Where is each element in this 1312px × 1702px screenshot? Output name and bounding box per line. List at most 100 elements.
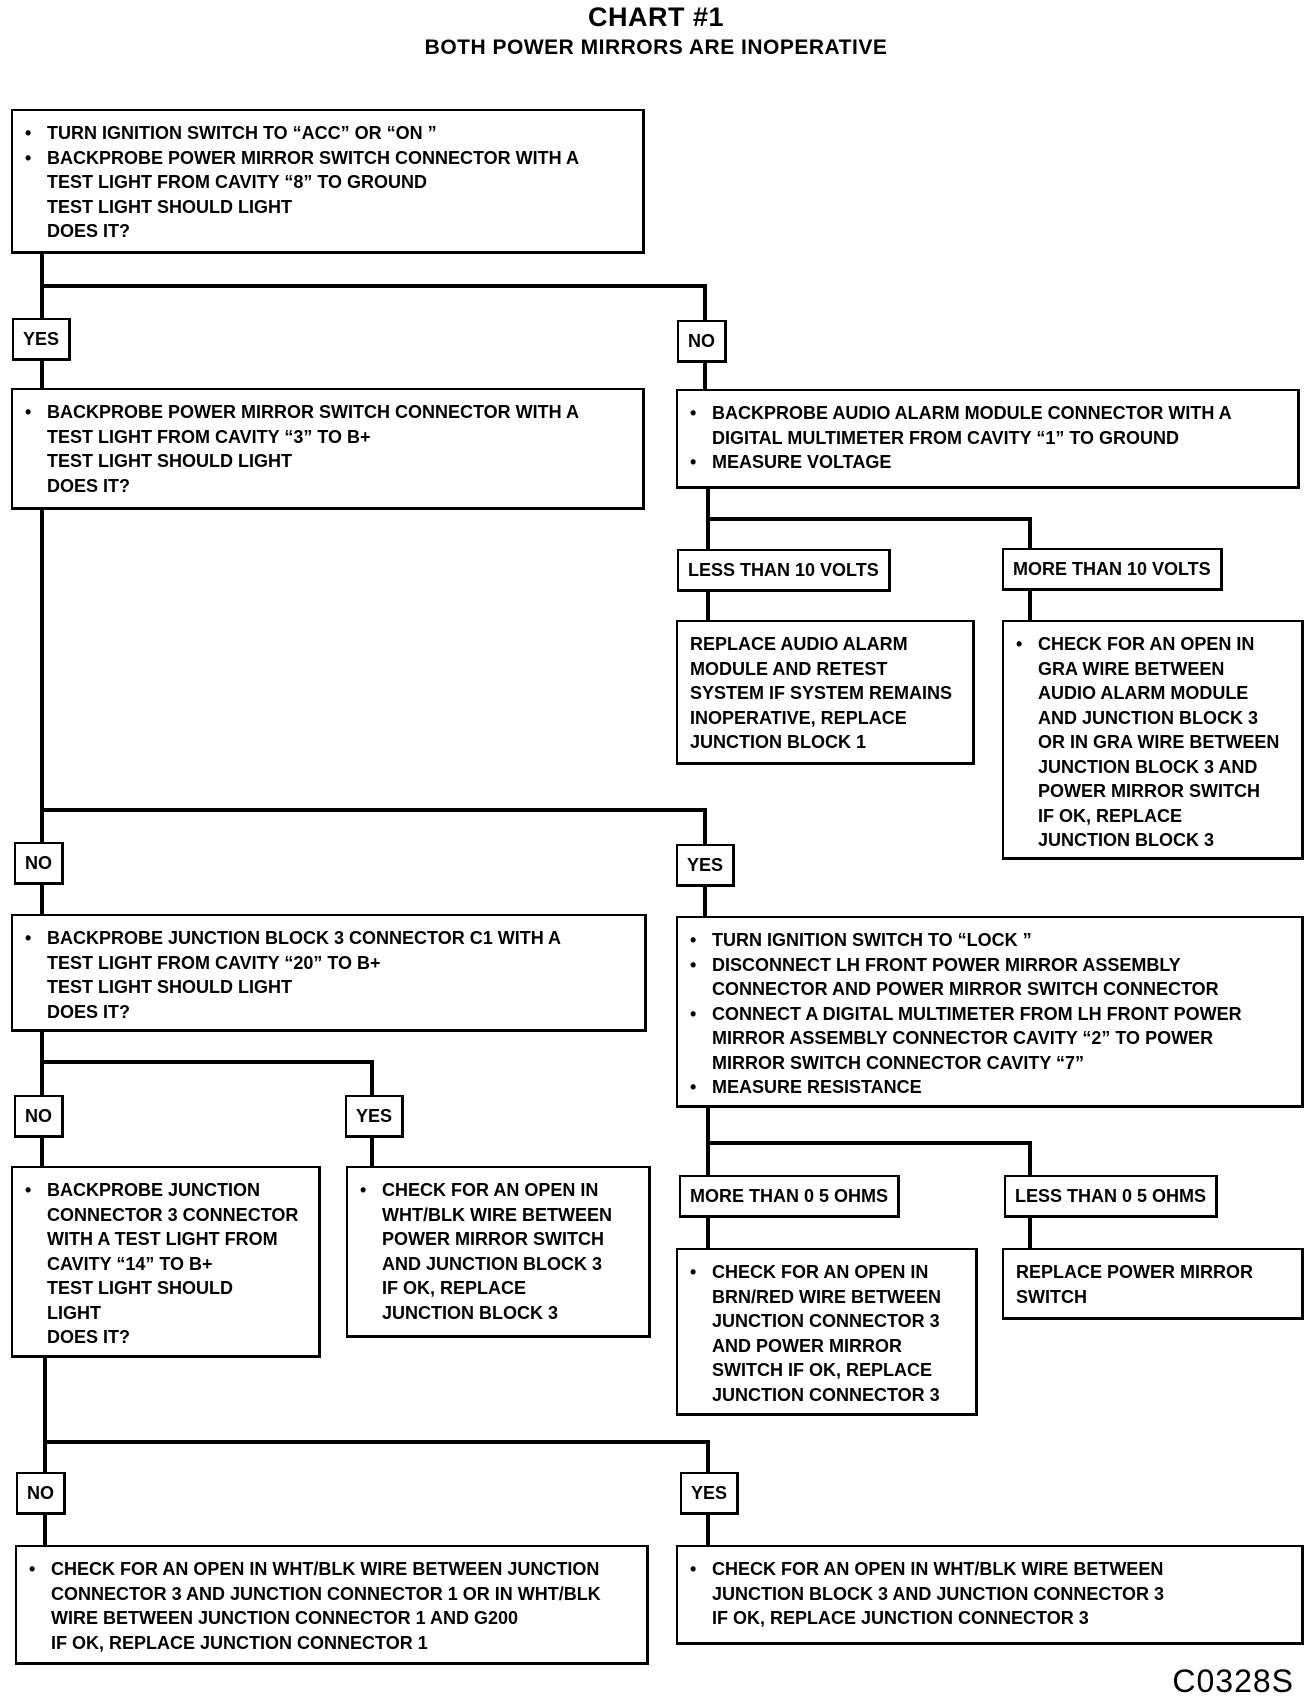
chart-title: CHART #1 xyxy=(587,2,725,32)
box-line: MIRROR ASSEMBLY CONNECTOR CAVITY “2” TO … xyxy=(712,1028,1214,1048)
box-line: POWER MIRROR SWITCH xyxy=(382,1229,604,1249)
box-line: BACKPROBE POWER MIRROR SWITCH CONNECTOR … xyxy=(25,146,632,171)
box-line: TEST LIGHT SHOULD xyxy=(47,1278,233,1298)
box-line: MODULE AND RETEST xyxy=(690,658,888,679)
label-yes: YES xyxy=(676,844,736,887)
label-less-than-0-5-ohms: LESS THAN 0 5 OHMS xyxy=(1004,1175,1219,1218)
box-line: TURN IGNITION SWITCH TO “ACC” OR “ON ” xyxy=(25,121,632,146)
connector-b6-yes xyxy=(40,1060,374,1097)
box-line: POWER MIRROR SWITCH xyxy=(1038,781,1260,801)
box-line: CHECK FOR AN OPEN IN WHT/BLK WIRE BETWEE… xyxy=(690,1557,1291,1582)
box-line: IF OK, REPLACE xyxy=(1038,805,1183,826)
box-line: JUNCTION BLOCK 3 AND xyxy=(1038,756,1258,777)
connector-b7-less05 xyxy=(706,1141,1032,1177)
box-line: TEST LIGHT SHOULD LIGHT xyxy=(47,977,292,997)
box-line: REPLACE POWER MIRROR xyxy=(1016,1262,1254,1282)
box-line: DOES IT? xyxy=(47,1001,131,1022)
label-more-than-10-volts: MORE THAN 10 VOLTS xyxy=(1002,548,1223,591)
box-line: TEST LIGHT FROM CAVITY “8” TO GROUND xyxy=(47,172,428,192)
box-line: WHT/BLK WIRE BETWEEN xyxy=(382,1204,612,1225)
box-line: SWITCH IF OK, REPLACE xyxy=(712,1360,932,1380)
box-line: MIRROR SWITCH CONNECTOR CAVITY “7” xyxy=(712,1052,1085,1073)
box-line: MEASURE RESISTANCE xyxy=(690,1075,1291,1100)
box-line: BACKPROBE POWER MIRROR SWITCH CONNECTOR … xyxy=(25,400,632,425)
box-line: BRN/RED WIRE BETWEEN xyxy=(712,1286,941,1307)
box-line: WITH A TEST LIGHT FROM xyxy=(47,1229,278,1249)
box-line: AND POWER MIRROR xyxy=(712,1335,902,1356)
box-line: AUDIO ALARM MODULE xyxy=(1038,683,1249,703)
box-line: LIGHT xyxy=(47,1302,101,1323)
step-box-cavity3-check: BACKPROBE POWER MIRROR SWITCH CONNECTOR … xyxy=(11,388,645,510)
connector-b3-more10 xyxy=(706,517,1032,550)
box-line: AND JUNCTION BLOCK 3 xyxy=(1038,707,1259,728)
box-line: CONNECTOR 3 CONNECTOR xyxy=(47,1204,299,1225)
box-line: CONNECTOR 3 AND JUNCTION CONNECTOR 1 OR … xyxy=(51,1583,601,1604)
connector-b8-yes xyxy=(43,1440,710,1474)
label-yes: YES xyxy=(680,1472,740,1515)
step-box-audio-alarm-voltage: BACKPROBE AUDIO ALARM MODULE CONNECTOR W… xyxy=(676,389,1300,489)
box-line: IF OK, REPLACE JUNCTION CONNECTOR 3 xyxy=(712,1608,1089,1628)
label-more-than-0-5-ohms: MORE THAN 0 5 OHMS xyxy=(679,1175,901,1218)
box-line: BACKPROBE JUNCTION BLOCK 3 CONNECTOR C1 … xyxy=(25,926,634,951)
box-line: REPLACE AUDIO ALARM xyxy=(690,634,908,654)
step-box-wht-blk-jb3-check: CHECK FOR AN OPEN IN WHT/BLK WIRE BETWEE… xyxy=(346,1166,651,1338)
box-line: CONNECT A DIGITAL MULTIMETER FROM LH FRO… xyxy=(690,1002,1291,1027)
box-line: MEASURE VOLTAGE xyxy=(690,450,1287,475)
step-box-resistance-check: TURN IGNITION SWITCH TO “LOCK ” DISCONNE… xyxy=(676,916,1304,1108)
box-line: JUNCTION BLOCK 3 xyxy=(1038,830,1215,850)
step-box-replace-power-mirror-switch: REPLACE POWER MIRROR SWITCH xyxy=(1002,1248,1304,1320)
label-yes: YES xyxy=(12,318,72,361)
label-no: NO xyxy=(14,1095,64,1138)
box-line: OR IN GRA WIRE BETWEEN xyxy=(1038,732,1280,752)
box-line: WIRE BETWEEN JUNCTION CONNECTOR 1 AND G2… xyxy=(51,1608,519,1628)
box-line: CHECK FOR AN OPEN IN xyxy=(360,1178,638,1203)
box-line: DOES IT? xyxy=(47,1327,131,1347)
box-line: CHECK FOR AN OPEN IN xyxy=(690,1260,965,1285)
box-line: DISCONNECT LH FRONT POWER MIRROR ASSEMBL… xyxy=(690,953,1291,978)
box-line: DOES IT? xyxy=(47,475,131,496)
label-no: NO xyxy=(16,1472,66,1515)
label-yes: YES xyxy=(345,1095,405,1138)
box-line: CHECK FOR AN OPEN IN WHT/BLK WIRE BETWEE… xyxy=(29,1557,636,1582)
box-line: SWITCH xyxy=(1016,1286,1087,1307)
step-box-replace-audio-alarm: REPLACE AUDIO ALARM MODULE AND RETEST SY… xyxy=(676,620,975,765)
box-line: INOPERATIVE, REPLACE xyxy=(690,707,907,728)
box-line: JUNCTION BLOCK 3 xyxy=(382,1302,559,1323)
box-line: CONNECTOR AND POWER MIRROR SWITCH CONNEC… xyxy=(712,979,1219,999)
box-line: AND JUNCTION BLOCK 3 xyxy=(382,1253,603,1274)
step-box-junction-connector3-check: BACKPROBE JUNCTION CONNECTOR 3 CONNECTOR… xyxy=(11,1166,321,1358)
box-line: IF OK, REPLACE JUNCTION CONNECTOR 1 xyxy=(51,1632,428,1653)
connector-b2-yes xyxy=(40,808,707,846)
box-line: TEST LIGHT SHOULD LIGHT xyxy=(47,196,292,217)
box-line: TEST LIGHT SHOULD LIGHT xyxy=(47,451,292,471)
box-line: BACKPROBE JUNCTION xyxy=(25,1178,308,1203)
chart-subtitle: BOTH POWER MIRRORS ARE INOPERATIVE xyxy=(424,36,888,59)
box-line: DIGITAL MULTIMETER FROM CAVITY “1” TO GR… xyxy=(712,427,1179,448)
label-no: NO xyxy=(14,842,64,885)
box-line: JUNCTION BLOCK 3 AND JUNCTION CONNECTOR … xyxy=(712,1583,1165,1604)
box-line: SYSTEM IF SYSTEM REMAINS xyxy=(690,683,953,703)
step-box-jb3-jc3-wire-check: CHECK FOR AN OPEN IN WHT/BLK WIRE BETWEE… xyxy=(676,1545,1304,1645)
box-line: CAVITY “14” TO B+ xyxy=(47,1253,213,1274)
box-line: JUNCTION BLOCK 1 xyxy=(690,732,867,752)
step-box-junction-connector1-check: CHECK FOR AN OPEN IN WHT/BLK WIRE BETWEE… xyxy=(15,1545,649,1665)
box-line: JUNCTION CONNECTOR 3 xyxy=(712,1311,940,1331)
box-line: GRA WIRE BETWEEN xyxy=(1038,658,1225,679)
step-box-junction-block3-c1: BACKPROBE JUNCTION BLOCK 3 CONNECTOR C1 … xyxy=(11,914,647,1032)
box-line: CHECK FOR AN OPEN IN xyxy=(1016,632,1291,657)
step-box-gra-wire-check: CHECK FOR AN OPEN IN GRA WIRE BETWEEN AU… xyxy=(1002,620,1304,860)
box-line: TEST LIGHT FROM CAVITY “3” TO B+ xyxy=(47,426,371,447)
connector-b1-no xyxy=(40,284,707,320)
figure-code: C0328S xyxy=(1172,1663,1294,1699)
box-line: JUNCTION CONNECTOR 3 xyxy=(712,1384,940,1405)
box-line: BACKPROBE AUDIO ALARM MODULE CONNECTOR W… xyxy=(690,401,1287,426)
box-line: IF OK, REPLACE xyxy=(382,1278,527,1298)
step-box-ignition-check: TURN IGNITION SWITCH TO “ACC” OR “ON ” B… xyxy=(11,109,645,254)
box-line: TURN IGNITION SWITCH TO “LOCK ” xyxy=(690,928,1291,953)
step-box-brn-red-wire-check: CHECK FOR AN OPEN IN BRN/RED WIRE BETWEE… xyxy=(676,1248,978,1416)
label-no: NO xyxy=(677,320,727,363)
label-less-than-10-volts: LESS THAN 10 VOLTS xyxy=(677,549,891,592)
box-line: TEST LIGHT FROM CAVITY “20” TO B+ xyxy=(47,952,381,973)
box-line: DOES IT? xyxy=(47,221,131,241)
